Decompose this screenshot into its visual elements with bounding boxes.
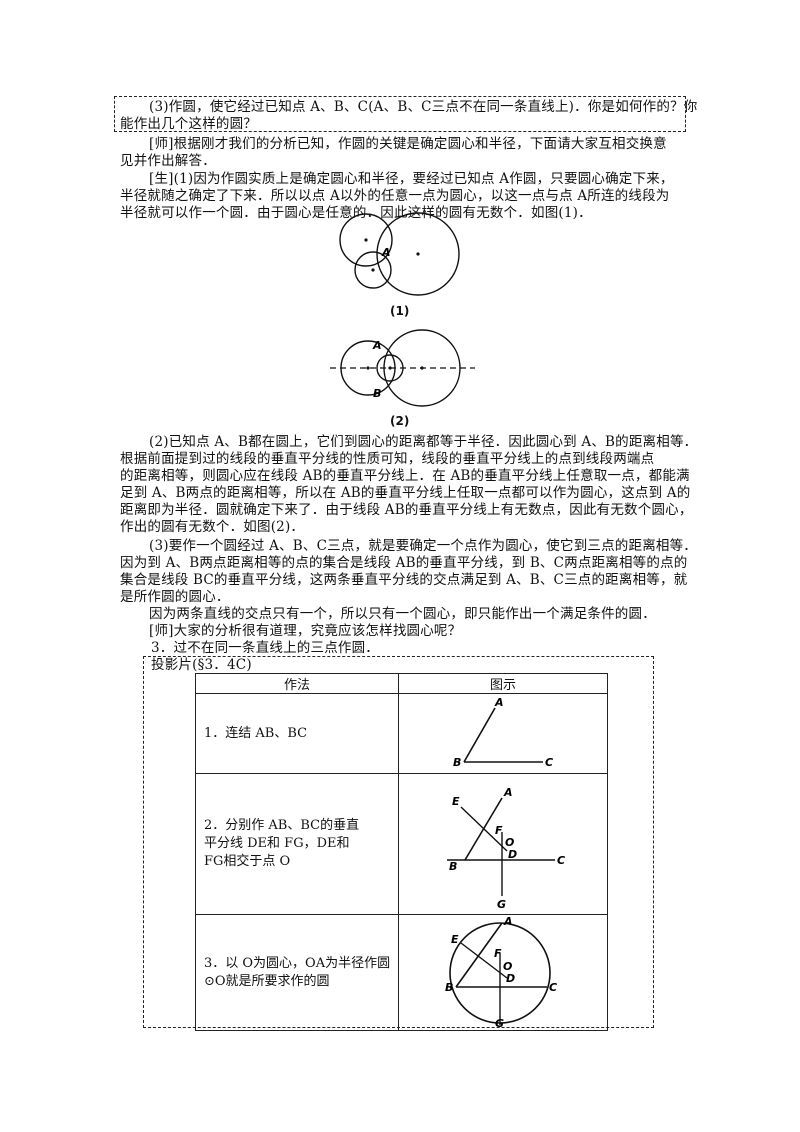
figure-2-caption: (2) <box>390 414 410 428</box>
answer-3-line-2: 因为到 A、B两点距离相等的点的集合是线段 AB的垂直平分线，到 B、C两点距离… <box>120 555 688 571</box>
section-3-heading: 3．过不在同一条直线上的三点作圆． <box>151 640 379 656</box>
fig2-center-left <box>366 366 370 370</box>
step3-label-c: C <box>549 981 557 994</box>
step3-label-d: D <box>506 972 515 985</box>
student-paragraph-line-1: [生](1)因为作圆实质上是确定圆心和半径，要经过已知点 A作圆，只要圆心确定下… <box>149 171 674 187</box>
answer-3-line-4: 是所作圆的圆心． <box>120 589 230 605</box>
step1-label-b: B <box>453 756 461 769</box>
fig1-center-big <box>416 252 420 256</box>
step3-label-g: G <box>495 1017 504 1030</box>
teacher-paragraph-1-line-2: 见并作出解答． <box>120 153 216 169</box>
header-method: 作法 <box>195 673 399 694</box>
table-row: 1．连结 AB、BC A B C <box>195 693 608 774</box>
fig2-center-small <box>388 366 392 370</box>
answer-2-line-5: 距离即为半径．圆就确定下来了．由于线段 AB的垂直平分线上有无数点，因此有无数个… <box>120 502 693 518</box>
question-3-line-1: (3)作圆，使它经过已知点 A、B、C(A、B、C三点不在同一条直线上)．你是如… <box>149 99 698 115</box>
student-paragraph-line-3: 半径就可以作一个圆．由于圆心是任意的．因此这样的圆有无数个．如图(1)． <box>120 205 592 221</box>
step-2-figure: A E F O D B C G <box>447 786 565 911</box>
step-2-cell: 2．分别作 AB、BC的垂直 平分线 DE和 FG，DE和 FG相交于点 O <box>195 773 399 915</box>
answer-3-line-1: (3)要作一个圆经过 A、B、C三点，就是要确定一个点作为圆心，使它到三点的距离… <box>149 538 698 554</box>
step1-label-a: A <box>494 696 504 709</box>
step-1-figure: A B C <box>453 696 553 769</box>
table-row: 3．以 O为圆心，OA为半径作圆 ⊙O就是所要求作的圆 A E F O D B … <box>195 914 608 1031</box>
answer-3-line-5: 因为两条直线的交点只有一个，所以只有一个圆心，即只能作出一个满足条件的圆． <box>149 606 656 622</box>
fig2-circle-small <box>376 354 404 382</box>
step2-label-f: F <box>495 824 503 837</box>
step3-label-b: B <box>445 981 453 994</box>
fig2-center-right <box>420 366 424 370</box>
answer-2-line-2: 根据前面提到过的线段的垂直平分线的性质可知，线段的垂直平分线上的点到线段两端点 <box>120 451 655 467</box>
step2-label-a: A <box>503 786 513 799</box>
step3-label-o: O <box>503 960 512 973</box>
fig1-center-small <box>371 268 375 272</box>
step-1-cell: 1．连结 AB、BC <box>195 693 399 774</box>
question-3-line-2: 能作出几个这样的圆？ <box>120 116 257 132</box>
fig2-label-a: A <box>372 339 382 352</box>
answer-2-line-3: 的距离相等，则圆心应在线段 AB的垂直平分线上．在 AB的垂直平分线上任意取一点… <box>120 468 690 484</box>
step3-label-a: A <box>503 915 513 928</box>
step-3-figure: A E F O D B C G <box>445 915 557 1030</box>
step-3-cell: 3．以 O为圆心，OA为半径作圆 ⊙O就是所要求作的圆 <box>195 914 399 1031</box>
step-2-text: 2．分别作 AB、BC的垂直 平分线 DE和 FG，DE和 FG相交于点 O <box>204 818 360 869</box>
step-2-figure-cell: A E F O D B C G <box>398 773 608 915</box>
step2-label-g: G <box>497 898 506 911</box>
step-3-figure-cell: A E F O D B C G <box>398 914 608 1031</box>
step-3-text: 3．以 O为圆心，OA为半径作圆 ⊙O就是所要求作的圆 <box>204 955 391 989</box>
fig2-circle-left <box>340 340 396 396</box>
answer-2-line-6: 作出的圆有无数个．如图(2)． <box>120 519 305 535</box>
fig1-circle-big <box>376 212 460 296</box>
fig1-label-a: A <box>381 246 391 259</box>
projection-label: 投影片(§3．4C) <box>151 656 256 674</box>
step2-label-c: C <box>557 854 565 867</box>
header-figure: 图示 <box>398 673 608 694</box>
step2-label-b: B <box>449 860 457 873</box>
fig1-circle-left <box>339 213 393 267</box>
step3-label-e: E <box>451 933 459 946</box>
teacher-paragraph-1-line-1: [师]根据刚才我们的分析已知，作圆的关键是确定圆心和半径，下面请大家互相交换意 <box>149 136 667 152</box>
step2-bisector-de <box>460 806 508 852</box>
fig2-circle-right <box>383 329 461 407</box>
step3-label-f: F <box>494 947 502 960</box>
step3-segment-ab <box>455 922 503 988</box>
step2-label-o: O <box>505 836 514 849</box>
question-box <box>114 96 686 132</box>
fig1-center-left <box>364 238 368 242</box>
figure-1-circles-through-a: A <box>339 212 460 296</box>
step2-label-e: E <box>452 795 460 808</box>
step1-segment-ab <box>463 707 496 763</box>
table-header-row: 作法 图示 <box>195 673 608 694</box>
step-1-figure-cell: A B C <box>398 693 608 774</box>
answer-2-line-4: 足到 A、B两点的距离相等，所以在 AB的垂直平分线上任取一点都可以作为圆心，这… <box>120 485 691 501</box>
step1-label-c: C <box>545 756 553 769</box>
student-paragraph-line-2: 半径就随之确定了下来．所以以点 A以外的任意一点为圆心，以这一点与点 A所连的线… <box>120 188 670 204</box>
figure-2-circles-through-a-b: A B <box>330 329 475 407</box>
step-1-text: 1．连结 AB、BC <box>204 725 308 741</box>
table-row: 2．分别作 AB、BC的垂直 平分线 DE和 FG，DE和 FG相交于点 O A… <box>195 773 608 915</box>
teacher-paragraph-2: [师]大家的分析很有道理，究竟应该怎样找圆心呢？ <box>149 623 462 639</box>
construction-table: 作法 图示 1．连结 AB、BC A B C 2．分别作 AB、BC的垂直 平分… <box>195 673 608 1031</box>
step2-label-d: D <box>508 848 517 861</box>
fig1-circle-small <box>354 251 392 289</box>
fig2-label-b: B <box>373 387 381 400</box>
answer-3-line-3: 集合是线段 BC的垂直平分线，这两条垂直平分线的交点满足到 A、B、C三点的距离… <box>120 572 688 588</box>
figure-1-caption: (1) <box>390 304 410 318</box>
answer-2-line-1: (2)已知点 A、B都在圆上，它们到圆心的距离都等于半径．因此圆心到 A、B的距… <box>149 434 698 450</box>
